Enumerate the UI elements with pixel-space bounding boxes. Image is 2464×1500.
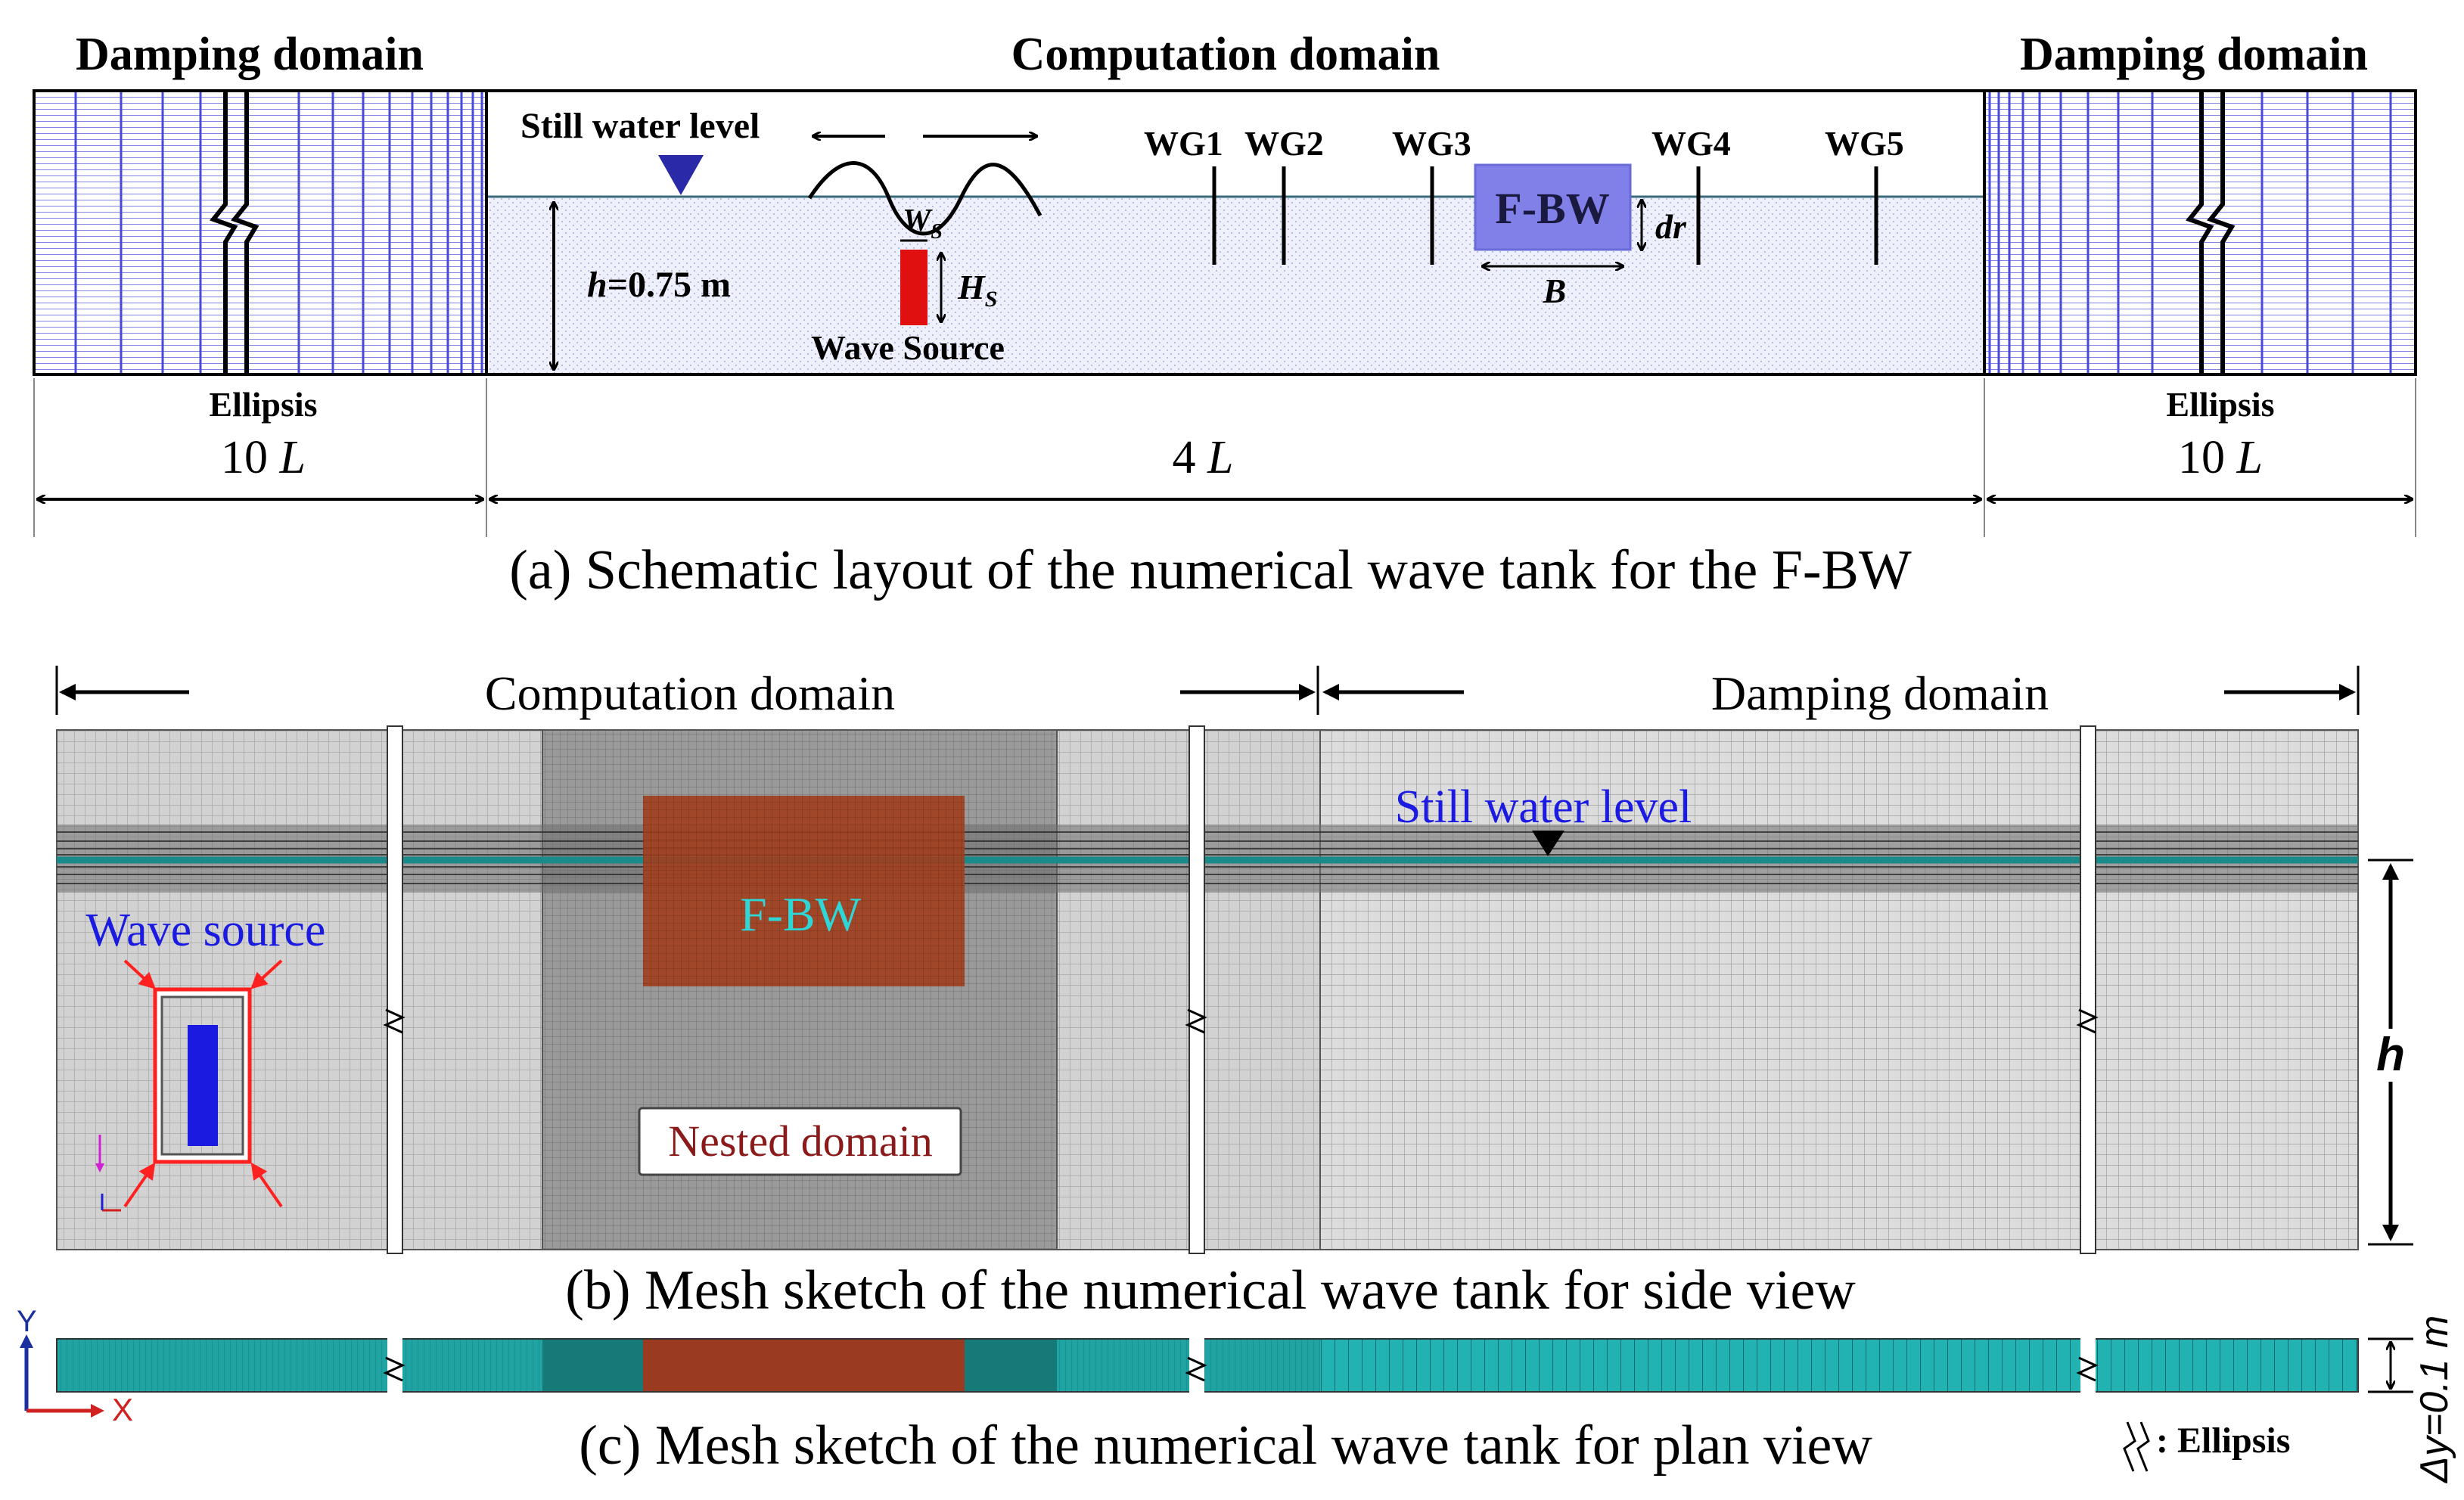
ws-label: WS: [903, 203, 943, 244]
panel-a: Damping domain Computation domain Dampin…: [33, 29, 2417, 601]
break-symbol-right: [2186, 92, 2236, 373]
label-wave-source-b: Wave source: [86, 905, 326, 956]
damping-vertical-lines-right: [1988, 92, 2392, 373]
plan-strip-damping: [1320, 1339, 2358, 1392]
damping-zone-left: [33, 89, 488, 376]
plan-strip-nested: [542, 1339, 643, 1392]
label-damping-right: Damping domain: [2020, 29, 2368, 80]
break-symbol-left: [210, 92, 259, 373]
caption-b: (b) Mesh sketch of the numerical wave ta…: [565, 1259, 1856, 1321]
break-strips-c: [383, 1336, 2099, 1395]
wave-gauges: WG1 WG2 WG3 WG4 WG5: [1144, 124, 1904, 265]
label-still-water-b: Still water level: [1395, 781, 1692, 833]
dim-label-mid: 4 L: [1173, 432, 1234, 483]
gauge-label-2: WG2: [1244, 124, 1324, 163]
still-water-triangle: [658, 155, 704, 195]
plan-strip-nested-2: [965, 1339, 1057, 1392]
still-water-marker-b: [1532, 831, 1564, 856]
depth-label: h=0.75 m: [587, 265, 731, 305]
damping-vertical-lines-left: [74, 92, 483, 373]
mesh-damping: [1319, 729, 2359, 1250]
gauge-label-3: WG3: [1392, 124, 1471, 163]
axis-x-label: X: [112, 1392, 133, 1427]
fbw-mesh-region: [643, 796, 965, 986]
ellipsis-label-right: Ellipsis: [2166, 385, 2274, 424]
fbw-box: [1474, 163, 1632, 251]
axis-y-label: Y: [17, 1305, 37, 1338]
label-damping-b: Damping domain: [1711, 666, 2049, 720]
hs-label: HS: [957, 268, 997, 312]
ellipsis-legend-icon: [2123, 1421, 2150, 1472]
plan-strip-comp-2: [1057, 1339, 1320, 1392]
label-still-water: Still water level: [520, 106, 760, 146]
ellipsis-legend-label: : Ellipsis: [2156, 1421, 2290, 1461]
dy-label: Δy=0.1 m: [2413, 1315, 2456, 1484]
fbw-label-a: F-BW: [1495, 184, 1609, 233]
panel-c: Y X Δy=0.1 m : Ellipsis (c) Mesh sketch …: [17, 1305, 2456, 1484]
plan-strip-fbw: [643, 1339, 965, 1392]
wave-source-block-b: [188, 1025, 218, 1146]
caption-a: (a) Schematic layout of the numerical wa…: [509, 539, 1912, 601]
b-label: B: [1543, 272, 1567, 310]
h-label-b: h: [2376, 1029, 2405, 1081]
wave-source-rect: [900, 250, 927, 325]
dim-label-right: 10 L: [2178, 432, 2263, 483]
label-computation-b: Computation domain: [485, 666, 895, 720]
wave-source-label: Wave Source: [811, 328, 1005, 367]
dimension-lines: [33, 378, 2416, 537]
nested-domain-box: [638, 1107, 962, 1176]
break-strips-b: [383, 725, 2099, 1254]
dr-label: dr: [1655, 207, 1687, 246]
water-body: [488, 197, 1983, 373]
fbw-label-b: F-BW: [740, 887, 862, 941]
ellipsis-label-left: Ellipsis: [209, 385, 317, 424]
plan-strip-comp: [57, 1339, 542, 1392]
nested-domain-label: Nested domain: [668, 1116, 933, 1166]
panel-b: Computation domain Damping domain F-BW: [55, 666, 2413, 1321]
gauge-label-4: WG4: [1651, 124, 1731, 163]
mini-axis-icon: [95, 1135, 121, 1212]
wave-curve: [807, 161, 1042, 236]
caption-c: (c) Mesh sketch of the numerical wave ta…: [579, 1415, 1872, 1477]
label-damping-left: Damping domain: [76, 29, 424, 80]
mesh-computation-left: [56, 729, 543, 1250]
gauge-label-1: WG1: [1144, 124, 1223, 163]
label-computation: Computation domain: [1011, 29, 1440, 80]
dim-label-left: 10 L: [221, 432, 306, 483]
gauge-label-5: WG5: [1825, 124, 1904, 163]
xy-axis-icon: Y X: [17, 1305, 133, 1427]
